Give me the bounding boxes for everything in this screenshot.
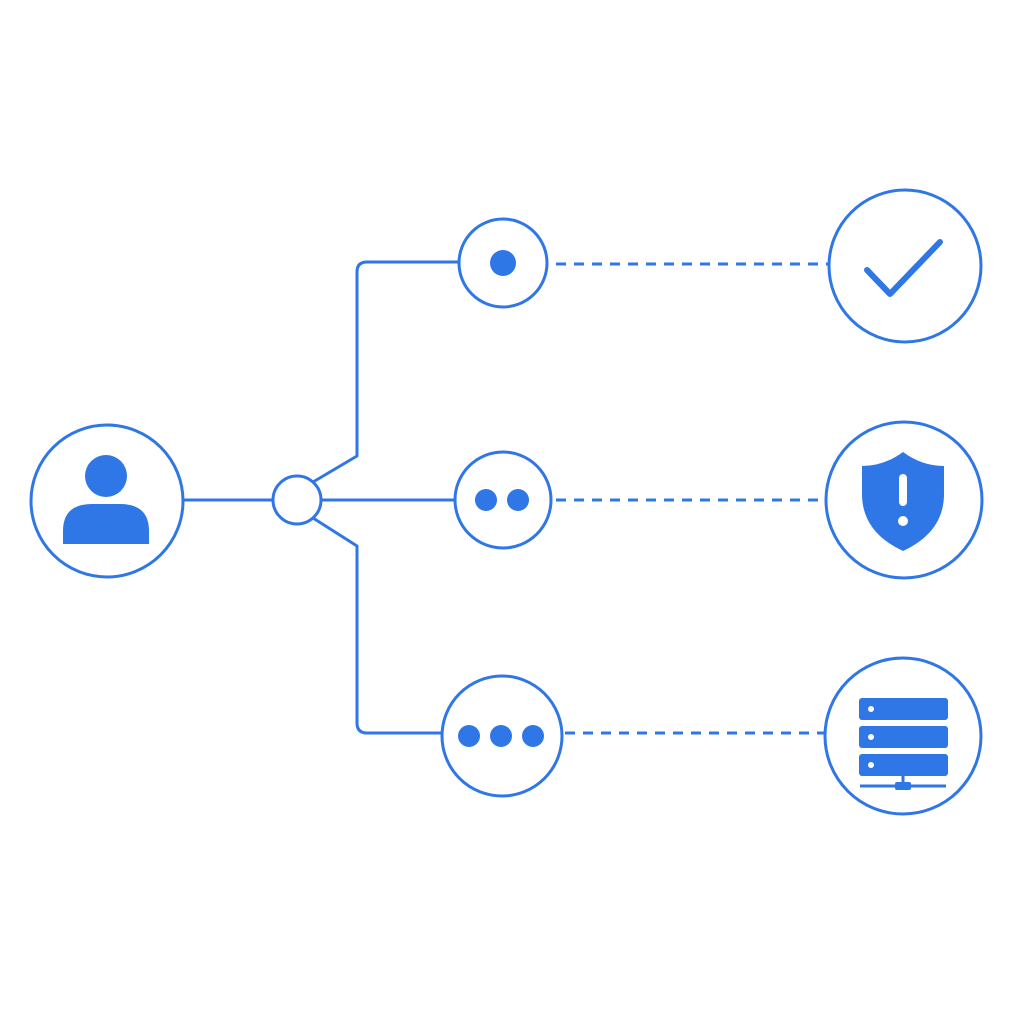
user-icon	[63, 455, 149, 544]
connector-junction-to-node-3	[311, 516, 443, 735]
target-node-checkmark	[827, 188, 983, 344]
solid-connectors	[181, 260, 462, 735]
one-dot-icon	[490, 250, 516, 276]
three-dots-icon	[458, 725, 544, 747]
branch-node-1	[457, 217, 549, 309]
shield-alert-icon	[862, 452, 944, 551]
branch-node-3	[440, 674, 564, 798]
server-icon	[859, 698, 948, 790]
dashed-connectors	[556, 262, 828, 735]
target-node-shield	[824, 420, 984, 580]
target-node-server	[823, 656, 983, 816]
two-dots-icon	[475, 489, 529, 511]
checkmark-icon	[864, 239, 943, 297]
junction-node	[271, 474, 323, 526]
connector-junction-to-node-1	[311, 260, 462, 484]
user-node	[29, 423, 185, 579]
branch-node-2	[453, 450, 553, 550]
